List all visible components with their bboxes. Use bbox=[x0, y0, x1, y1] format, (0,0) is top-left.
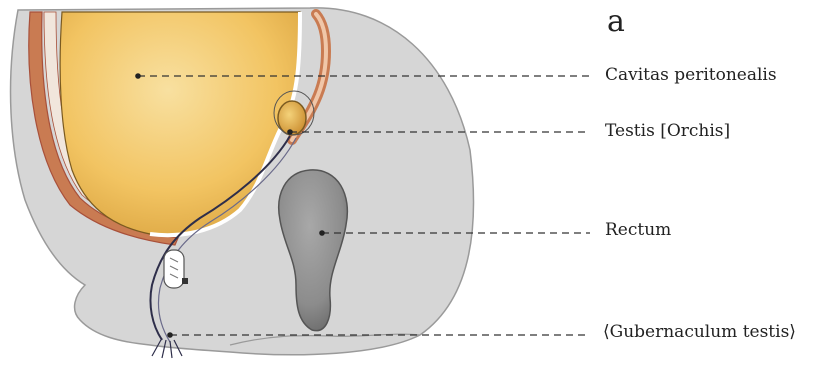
leader-dot-testis bbox=[287, 129, 293, 135]
inguinal-structure bbox=[164, 250, 184, 288]
label-gubernaculum-testis: ⟨Gubernaculum testis⟩ bbox=[603, 321, 796, 343]
leader-dot-gubernaculum bbox=[167, 332, 173, 338]
label-testis: Testis [Orchis] bbox=[605, 120, 730, 142]
label-rectum: Rectum bbox=[605, 219, 671, 241]
testis-shape bbox=[278, 101, 306, 135]
panel-letter: a bbox=[607, 4, 625, 40]
leader-dot-rectum bbox=[319, 230, 325, 236]
leader-dot-cavitas bbox=[135, 73, 141, 79]
inguinal-marker bbox=[182, 278, 188, 284]
label-cavitas-peritonealis: Cavitas peritonealis bbox=[605, 64, 777, 86]
